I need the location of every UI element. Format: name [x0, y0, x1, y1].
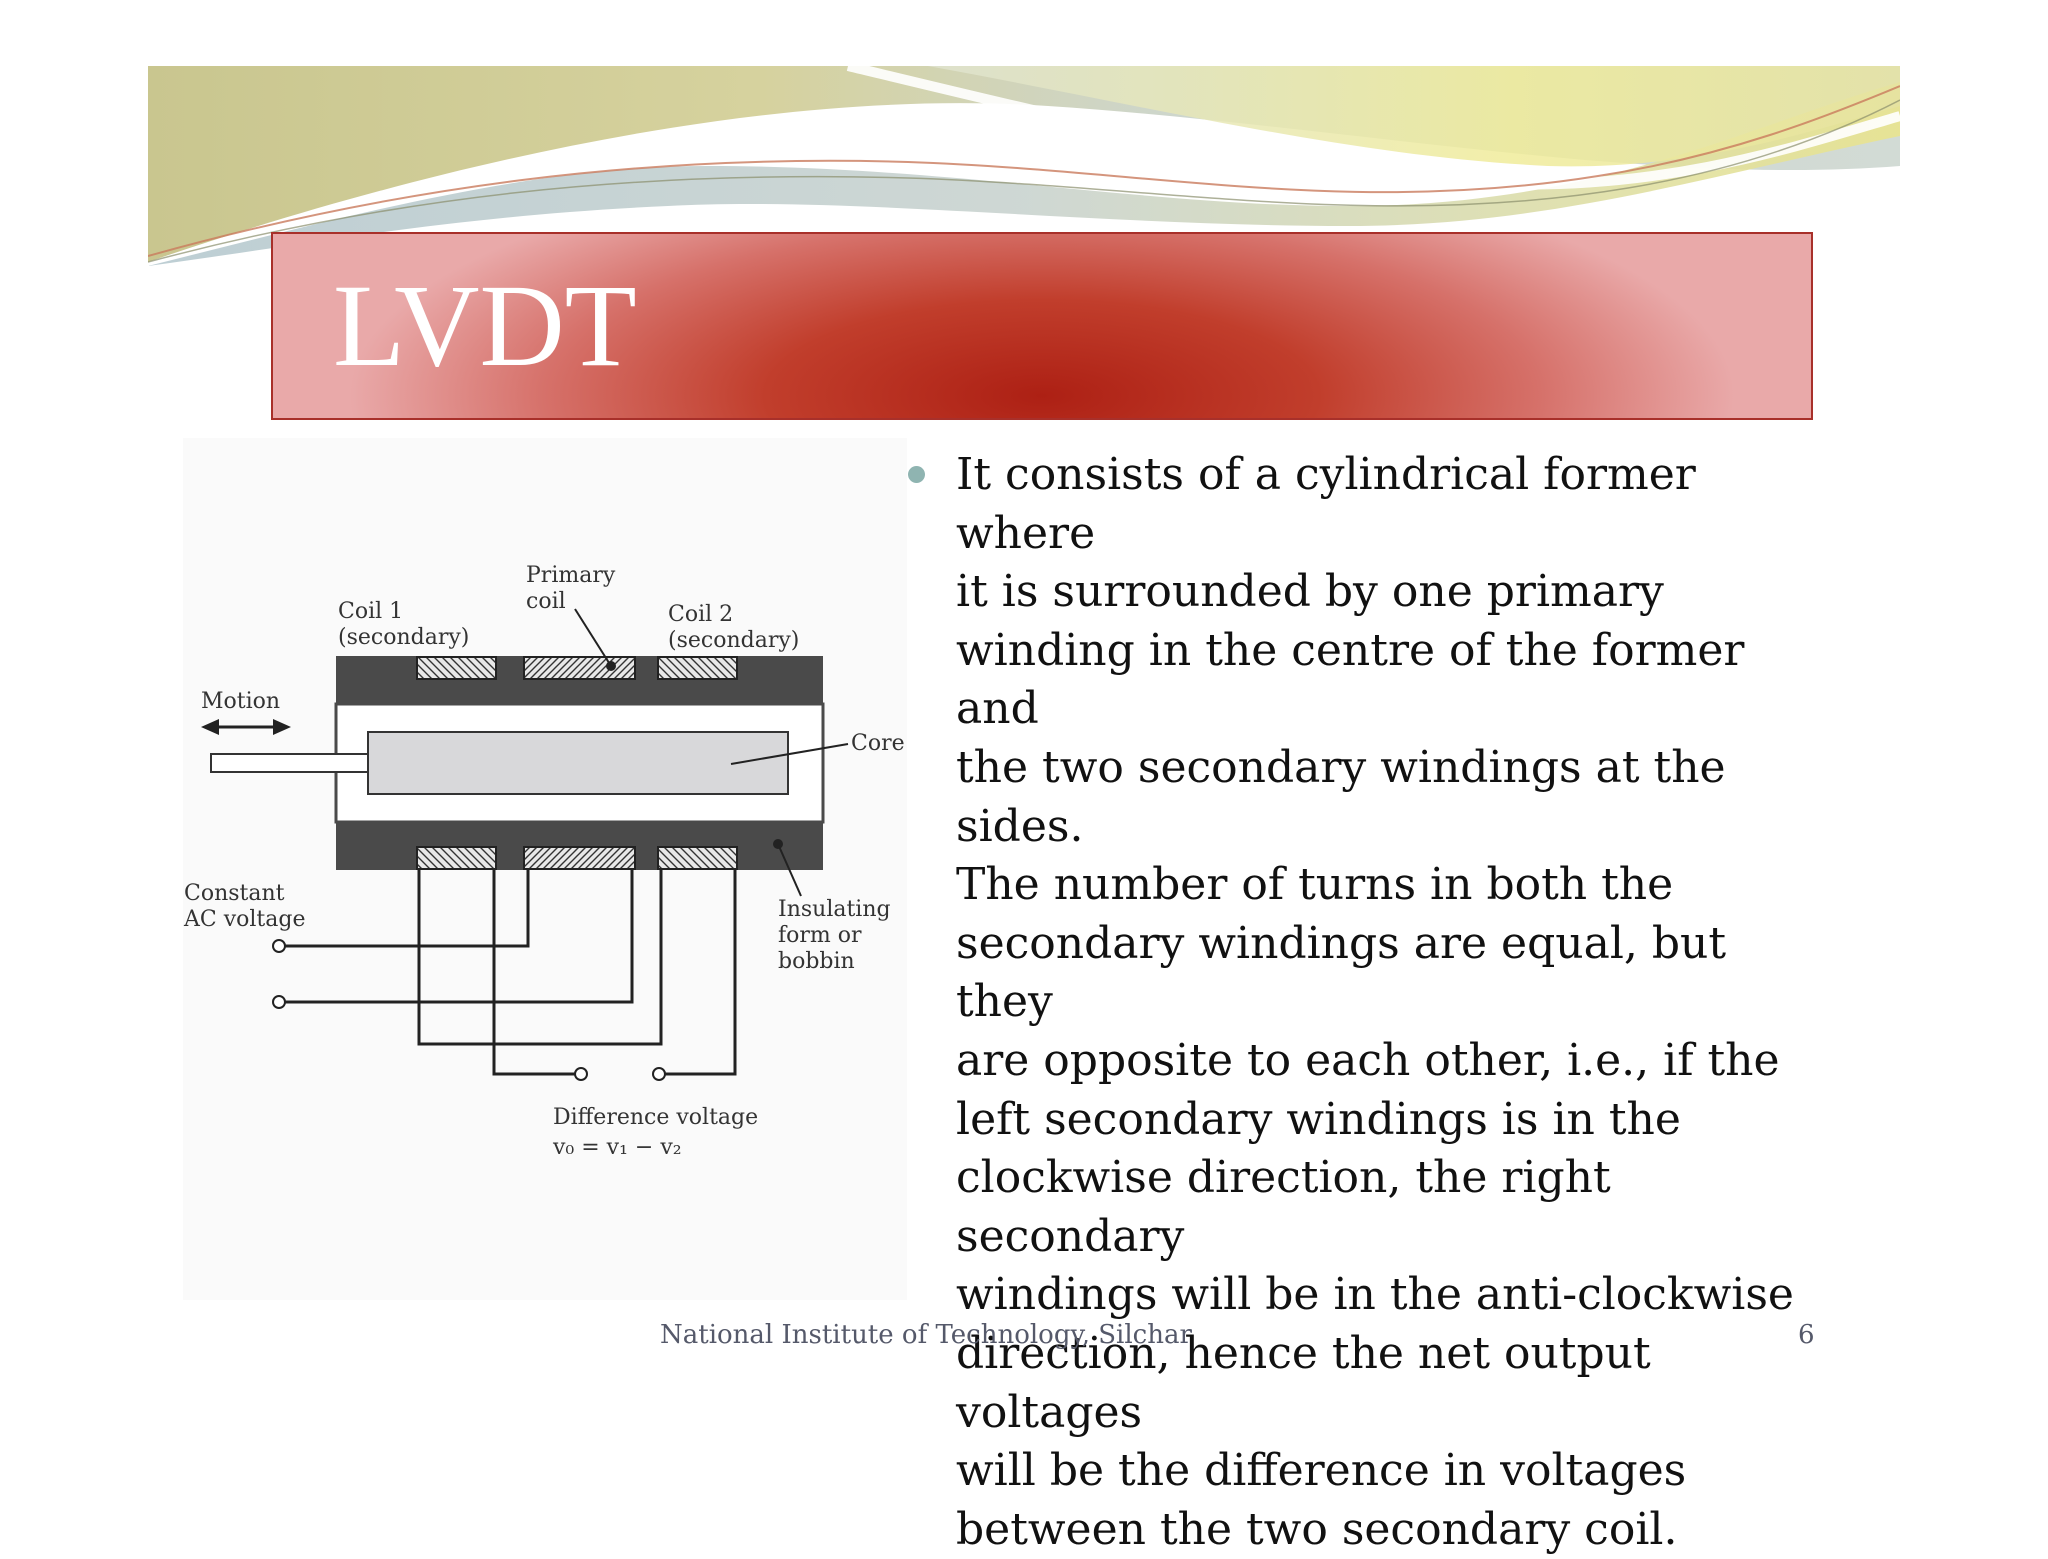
core-rod — [210, 753, 369, 773]
label-bobbin-2: form or — [778, 923, 862, 948]
output-terminal-1 — [574, 1067, 588, 1081]
label-core: Core — [851, 731, 905, 756]
coil1-wire-right — [492, 869, 575, 1076]
label-diff-2: v₀ = v₁ − v₂ — [552, 1135, 682, 1160]
label-coil2-2: (secondary) — [668, 628, 799, 653]
coil2-wire-right — [663, 869, 737, 1076]
slide: LVDT — [148, 66, 1900, 1555]
footer-text: National Institute of Technology, Silcha… — [660, 1320, 1192, 1350]
label-motion: Motion — [201, 689, 280, 714]
coil1-wire-left — [417, 869, 663, 1046]
primary-wire-1 — [283, 869, 530, 948]
label-primary-1: Primary — [526, 563, 616, 588]
ac-terminal-1 — [272, 939, 286, 953]
coil-1-top — [416, 656, 497, 680]
label-diff-1: Difference voltage — [553, 1105, 758, 1130]
label-coil1-1: Coil 1 — [338, 599, 403, 624]
primary-coil-top — [523, 656, 636, 680]
bullet-text: It consists of a cylindrical former wher… — [956, 449, 1794, 1555]
wiring — [283, 869, 737, 1076]
coil-2-bottom — [657, 846, 738, 870]
slide-title: LVDT — [333, 260, 637, 391]
coil-1-bottom — [416, 846, 497, 870]
primary-coil-bottom — [523, 846, 636, 870]
bobbin-leader — [777, 843, 802, 897]
core-leader — [730, 743, 849, 765]
core — [367, 731, 789, 795]
label-bobbin-1: Insulating — [778, 897, 891, 922]
decorative-banner — [148, 66, 1900, 266]
label-primary-2: coil — [526, 589, 566, 614]
title-bar: LVDT — [271, 232, 1813, 420]
lvdt-diagram-panel: Primary coil Coil 1 (secondary) Coil 2 (… — [183, 438, 907, 1300]
label-bobbin-3: bobbin — [778, 949, 855, 974]
bobbin-leader-dot — [773, 839, 783, 849]
label-coil1-2: (secondary) — [338, 625, 469, 650]
label-ac-2: AC voltage — [183, 907, 305, 932]
primary-leader — [574, 608, 612, 667]
motion-arrow-left-head — [201, 719, 219, 735]
bullet-icon — [908, 466, 925, 483]
primary-leader-dot — [606, 661, 616, 671]
label-ac-1: Constant — [184, 881, 285, 906]
page-number: 6 — [1798, 1320, 1815, 1350]
primary-wire-2 — [283, 869, 634, 1004]
ac-terminal-2 — [272, 995, 286, 1009]
label-coil2-1: Coil 2 — [668, 602, 733, 627]
lvdt-diagram: Primary coil Coil 1 (secondary) Coil 2 (… — [183, 563, 905, 1160]
coil-2-top — [657, 656, 738, 680]
output-terminal-2 — [652, 1067, 666, 1081]
motion-arrow-right-head — [273, 719, 291, 735]
